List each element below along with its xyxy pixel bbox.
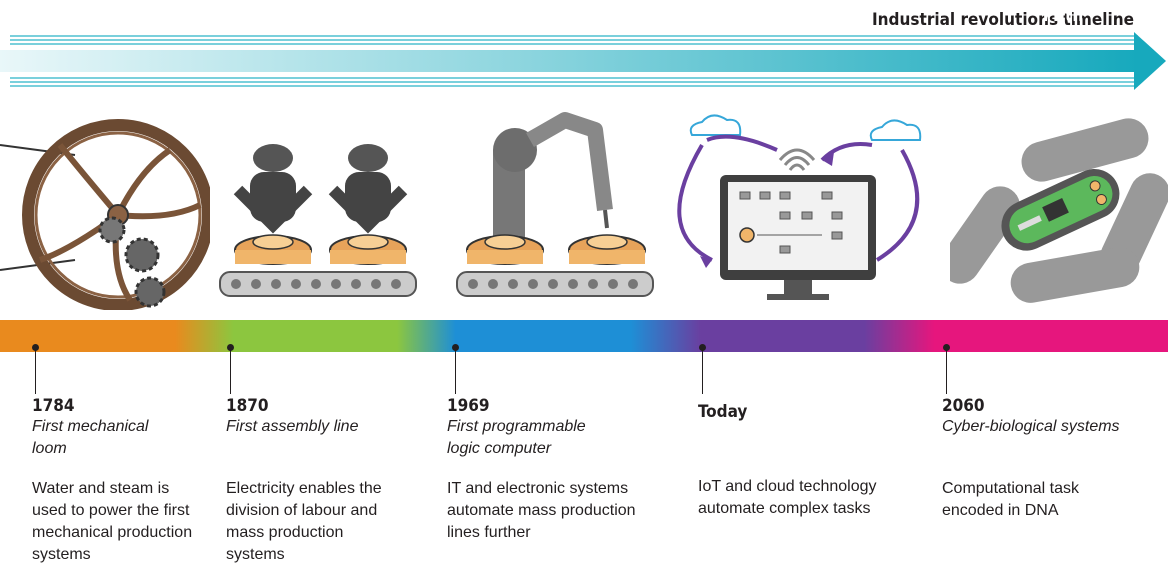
tick-fifth [943, 344, 950, 394]
stage-fifth-info: 2060 Cyber-biological systems Computatio… [942, 396, 1157, 522]
stage-year: 1969 [447, 396, 490, 416]
tick-third [452, 344, 459, 394]
stage-label-fifth: Fifth [1042, 6, 1084, 26]
cloud-computer-icon [677, 114, 922, 300]
stage-year: 2060 [942, 396, 985, 416]
stage-event: First mechanical loom [32, 418, 149, 457]
stage-event: First assembly line [226, 418, 359, 435]
stage-label-third: Third [532, 6, 578, 26]
timeline-color-band [0, 320, 1168, 352]
stage-description: Electricity enables the division of labo… [226, 480, 382, 563]
stage-first-info: 1784 First mechanical loom Water and ste… [32, 396, 202, 566]
stage-year: Today [698, 402, 748, 422]
stage-label-first: First [90, 6, 130, 26]
timeline-arrow-icon [0, 32, 1166, 90]
stage-year: 1870 [226, 396, 269, 416]
stage-event: First programmable logic computer [447, 418, 586, 457]
robotic-arm-icon [456, 112, 654, 297]
stage-description: Computational task encoded in DNA [942, 480, 1079, 519]
stage-second-info: 1870 First assembly line Electricity ena… [226, 396, 416, 566]
stage-description: IT and electronic systems automate mass … [447, 480, 636, 541]
assembly-line-workers-icon [219, 144, 417, 297]
timeline-title: Industrial revolutions timeline [871, 10, 1134, 30]
mechanical-loom-wheel-icon [0, 119, 210, 310]
tick-fourth [699, 344, 706, 394]
stage-description: Water and steam is used to power the fir… [32, 480, 193, 563]
dna-chip-icon [950, 118, 1168, 303]
tick-second [227, 344, 234, 394]
stage-fourth-info: Today IoT and cloud technology automate … [698, 396, 908, 520]
stage-third-info: 1969 First programmable logic computer I… [447, 396, 667, 544]
stage-event: Cyber-biological systems [942, 418, 1120, 435]
stage-year: 1784 [32, 396, 75, 416]
stage-label-second: Second [288, 6, 352, 26]
stage-description: IoT and cloud technology automate comple… [698, 478, 877, 517]
tick-first [32, 344, 39, 394]
stage-label-fourth: Fourth [776, 6, 834, 26]
